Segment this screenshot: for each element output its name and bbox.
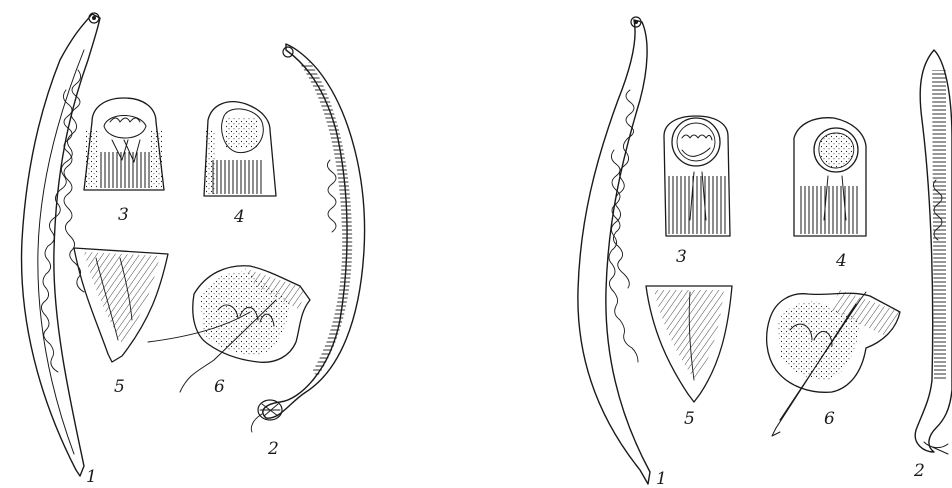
left-label-5: 5 xyxy=(114,377,125,397)
left-male-worm-drawing xyxy=(251,44,364,432)
left-label-3: 3 xyxy=(118,205,129,225)
left-label-2: 2 xyxy=(267,439,279,459)
right-male-worm-drawing xyxy=(915,50,952,454)
right-tail-female-drawing xyxy=(646,286,732,402)
right-label-6: 6 xyxy=(824,409,835,429)
left-label-4: 4 xyxy=(233,207,245,227)
left-head-ventral-drawing xyxy=(84,98,164,190)
left-label-6: 6 xyxy=(214,377,225,397)
right-label-3: 3 xyxy=(676,247,687,267)
left-tail-male-drawing xyxy=(148,266,310,392)
right-label-5: 5 xyxy=(684,409,695,429)
right-female-worm-drawing xyxy=(578,17,650,484)
right-panel: 3 4 5 6 1 2 xyxy=(578,17,952,488)
right-label-1: 1 xyxy=(656,469,667,488)
left-tail-female-drawing xyxy=(74,248,168,362)
right-label-4: 4 xyxy=(835,251,847,271)
right-head-lateral-drawing xyxy=(794,118,866,236)
right-label-2: 2 xyxy=(913,461,925,481)
left-label-1: 1 xyxy=(86,467,97,487)
right-head-ventral-drawing xyxy=(664,116,730,236)
left-female-worm-drawing xyxy=(22,13,100,476)
left-head-lateral-drawing xyxy=(204,102,276,196)
left-panel: 1 2 3 4 5 6 xyxy=(22,13,365,487)
